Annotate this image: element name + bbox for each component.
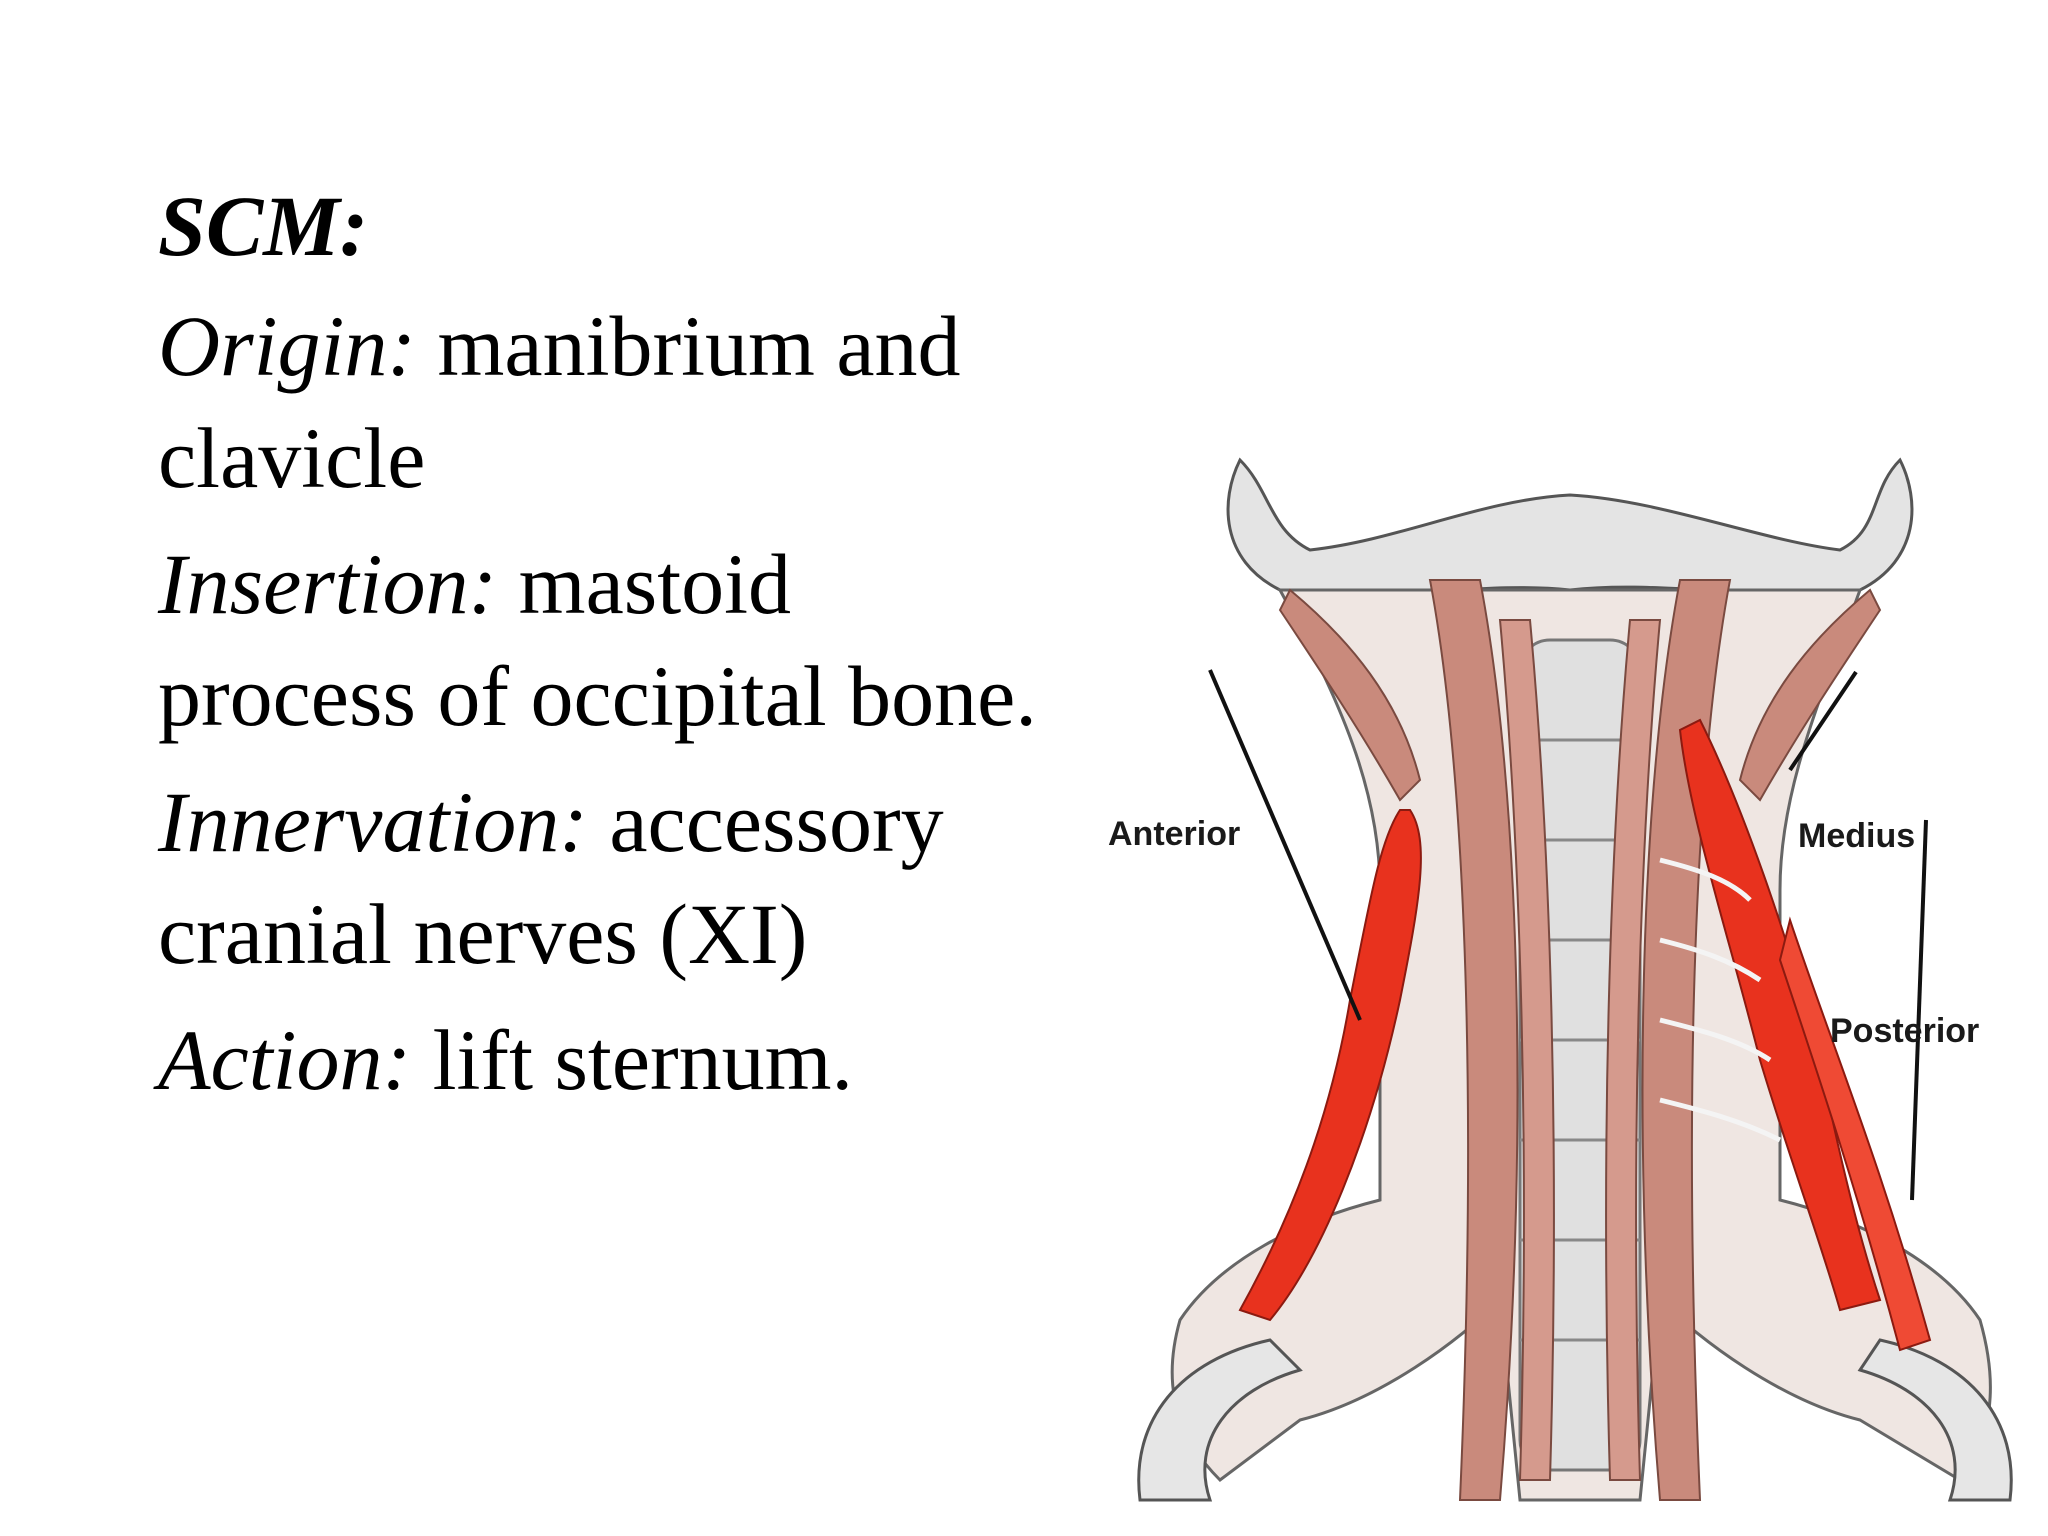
scalenus-medius-muscle (1678, 718, 1882, 1312)
insertion-text: mastoid process of occipital bone. (158, 536, 1037, 744)
action-text: lift sternum. (411, 1012, 854, 1108)
neck-muscles-illustration: Anterior Medius Posterior (1100, 440, 2048, 1536)
medius-leader-line (1788, 670, 1858, 772)
lateral-muscle-left (1278, 588, 1422, 802)
longus-colli-right (1605, 619, 1662, 1481)
brachial-nerves (1659, 857, 1782, 1143)
longus-colli-left (1498, 619, 1555, 1481)
label-medius: Medius (1798, 817, 1915, 855)
label-anterior: Anterior (1108, 815, 1240, 853)
innervation-label: Innervation: (158, 774, 588, 870)
first-rib-left (1137, 1338, 1303, 1502)
slide-title: SCM: (158, 178, 369, 274)
skull-base (1226, 457, 1914, 597)
innervation-text: accessory cranial nerves (XI) (158, 774, 944, 982)
anatomy-drawing: Anterior Medius Posterior (1108, 457, 2013, 1502)
first-rib-right (1857, 1338, 2013, 1502)
action-paragraph: Action: lift sternum. (158, 1004, 1058, 1116)
action-label: Action: (158, 1012, 412, 1108)
longus-capitis-left (1428, 579, 1519, 1501)
posterior-leader-line (1910, 819, 1928, 1201)
lateral-muscle-right (1738, 588, 1882, 802)
anterior-leader-line (1208, 669, 1362, 1021)
insertion-label: Insertion: (158, 536, 498, 632)
label-posterior: Posterior (1830, 1012, 1979, 1050)
origin-text: manibrium and clavicle (158, 298, 961, 506)
scalenus-anterior-muscle (1238, 809, 1422, 1322)
innervation-paragraph: Innervation: accessory cranial nerves (X… (158, 766, 1058, 990)
origin-label: Origin: (158, 298, 416, 394)
text-content: SCM: Origin: manibrium and clavicle Inse… (158, 170, 1058, 1130)
origin-paragraph: Origin: manibrium and clavicle (158, 290, 1058, 514)
insertion-paragraph: Insertion: mastoid process of occipital … (158, 528, 1058, 752)
scalenus-posterior-muscle (1778, 916, 1932, 1352)
